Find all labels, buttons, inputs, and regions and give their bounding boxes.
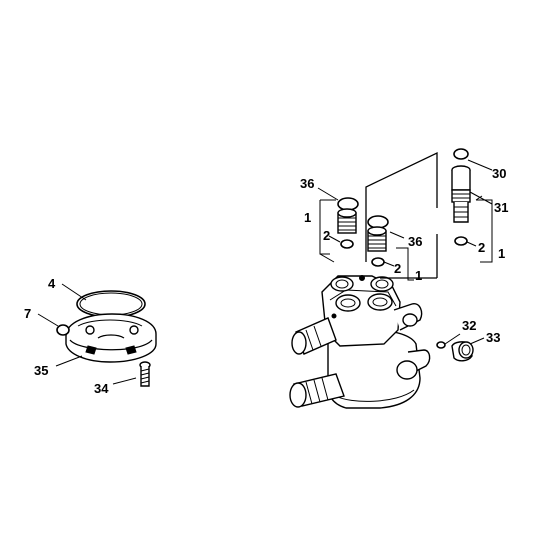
label-35: 35	[34, 363, 48, 378]
cover-screw	[139, 361, 151, 387]
label-4: 4	[48, 276, 56, 291]
valve-body-31	[451, 165, 471, 223]
pump-manifold	[289, 275, 431, 409]
valve-ports	[330, 276, 394, 312]
label-2-right: 2	[478, 240, 485, 255]
label-32: 32	[462, 318, 476, 333]
part-labels: 30 31 36 36 1 2 2 1 2 1 32 33 4 7 35 34	[24, 166, 508, 396]
plug-33	[451, 341, 474, 362]
gasket-ring	[76, 290, 146, 318]
valve-cover	[65, 313, 157, 363]
label-2-middle: 2	[394, 261, 401, 276]
label-30: 30	[492, 166, 506, 181]
label-36-middle: 36	[408, 234, 422, 249]
label-2-left: 2	[323, 228, 330, 243]
label-1-left: 1	[304, 210, 311, 225]
o-ring-small	[56, 324, 70, 336]
cover-assembly	[37, 283, 157, 387]
label-7: 7	[24, 306, 31, 321]
plug-assembly	[436, 333, 485, 362]
o-ring-32	[436, 341, 446, 349]
valve-set-right	[451, 148, 493, 263]
label-31: 31	[494, 200, 508, 215]
label-33: 33	[486, 330, 500, 345]
label-34: 34	[94, 381, 109, 396]
label-1-middle: 1	[415, 268, 422, 283]
valve-set-middle	[367, 215, 414, 281]
valve-set-left	[317, 187, 359, 263]
label-1-right: 1	[498, 246, 505, 261]
label-36-left: 36	[300, 176, 314, 191]
